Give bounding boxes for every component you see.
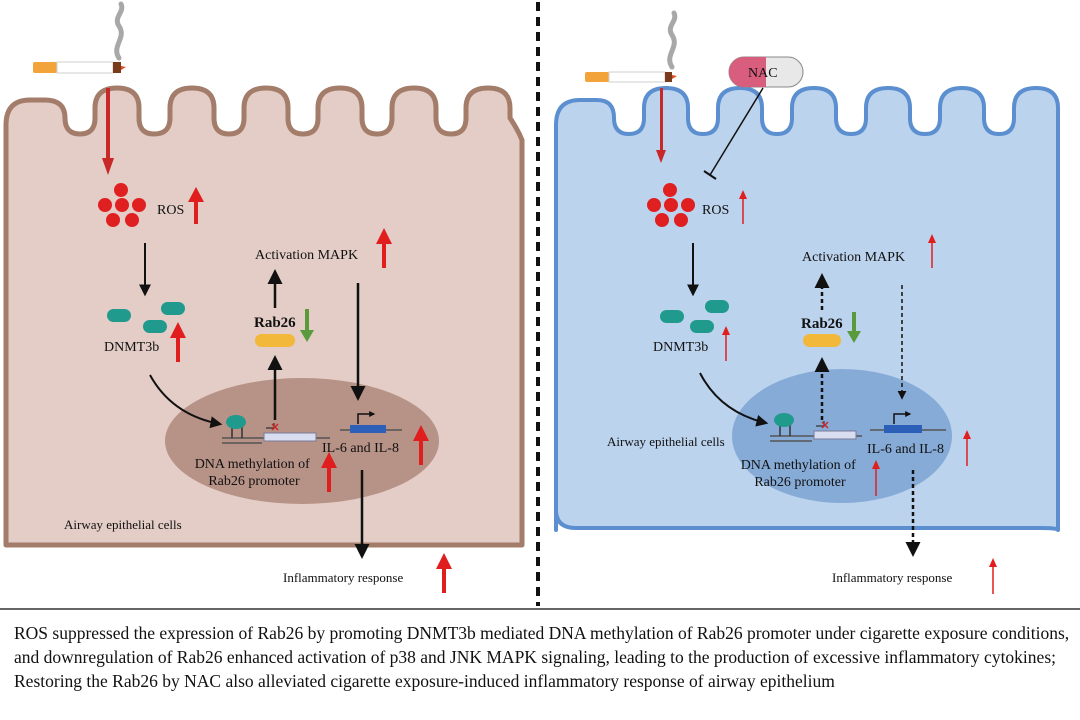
- left-ros-up-arrow: [188, 187, 204, 224]
- left-rab26-icon: [255, 334, 295, 347]
- nac-pill-icon: [728, 56, 804, 88]
- left-dnmt3b-up-arrow: [170, 322, 186, 362]
- right-inflammatory-up-arrow: [989, 558, 997, 594]
- left-activation-mapk-label: Activation MAPK: [255, 248, 358, 263]
- right-cell-label: Airway epithelial cells: [607, 434, 725, 449]
- right-il-gene-icon: [870, 411, 946, 433]
- left-ros-label: ROS: [157, 203, 184, 218]
- left-il-label: IL-6 and IL-8: [322, 441, 399, 456]
- right-mapk-up-arrow: [928, 234, 936, 268]
- right-ros-up-arrow: [739, 190, 747, 224]
- nac-label: NAC: [748, 66, 778, 81]
- right-methylation-up-arrow: [872, 460, 880, 496]
- right-blocked-transcription-icon: [821, 421, 829, 429]
- diagram-canvas: ROS DNMT3b Activation MAPK Rab26 IL-6 an…: [0, 1, 1080, 610]
- left-cigarette-arrow: [102, 88, 114, 175]
- left-blocked-transcription-icon: [271, 423, 279, 431]
- right-il-label: IL-6 and IL-8: [867, 442, 944, 457]
- left-methylated-promoter-icon: [222, 415, 330, 444]
- right-rab26-down-arrow: [847, 312, 861, 343]
- left-inflammatory-label: Inflammatory response: [283, 570, 403, 585]
- right-il-up-arrow: [963, 430, 971, 466]
- right-inflammatory-label: Inflammatory response: [832, 570, 952, 585]
- right-rab26-label: Rab26: [801, 316, 843, 332]
- right-cigarette-arrow: [656, 88, 666, 163]
- figure-caption: ROS suppressed the expression of Rab26 b…: [14, 623, 1070, 691]
- right-ros-icon: [647, 183, 695, 227]
- right-dnmt3b-to-nucleus-arrow: [699, 372, 769, 427]
- right-dnmt3b-up-arrow: [722, 326, 730, 361]
- right-cigarette: [585, 10, 678, 83]
- left-il-up-arrow: [413, 425, 429, 465]
- left-dnmt3b-to-nucleus-arrow: [149, 374, 223, 429]
- left-rab26-down-arrow: [300, 309, 314, 342]
- left-il-gene-icon: [340, 411, 402, 433]
- right-dna-methylation-label: DNA methylation of Rab26 promoter: [741, 458, 860, 490]
- smoke-icon: [667, 10, 678, 70]
- right-methylated-promoter-icon: [770, 413, 862, 442]
- left-inflammatory-up-arrow: [436, 553, 452, 593]
- left-cigarette: [33, 1, 126, 74]
- left-dnmt3b-label: DNMT3b: [104, 340, 159, 355]
- left-ros-icon: [98, 183, 146, 227]
- left-rab26-label: Rab26: [254, 315, 296, 331]
- left-mapk-up-arrow: [376, 228, 392, 268]
- left-dnmt3b-icon: [107, 302, 185, 333]
- right-dnmt3b-label: DNMT3b: [653, 340, 708, 355]
- left-cell-label: Airway epithelial cells: [64, 517, 182, 532]
- left-dna-methylation-label: DNA methylation of Rab26 promoter: [195, 457, 314, 489]
- right-ros-label: ROS: [702, 203, 729, 218]
- right-rab26-icon: [803, 334, 841, 347]
- nac-inhibition-line: [703, 87, 764, 180]
- smoke-icon: [114, 1, 125, 61]
- right-dnmt3b-icon: [660, 300, 729, 333]
- left-methylation-up-arrow: [321, 452, 337, 492]
- right-activation-mapk-label: Activation MAPK: [802, 250, 905, 265]
